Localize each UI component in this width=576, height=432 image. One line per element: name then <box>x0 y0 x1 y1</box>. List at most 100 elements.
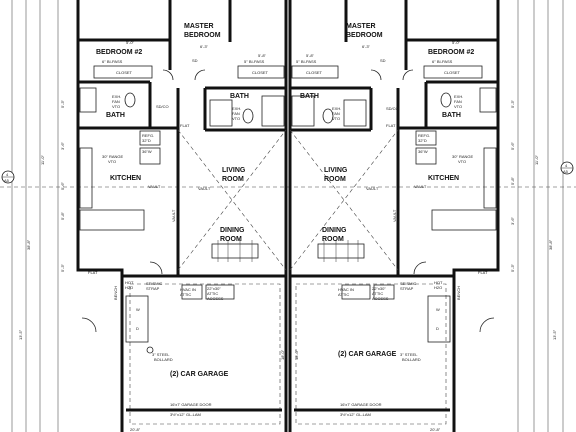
dim-top-1: 6'-3" <box>200 44 209 49</box>
sd-note-r: SD <box>380 58 386 63</box>
vault-note-kitchen: VAULT <box>148 184 161 189</box>
bipass-note-left-r: 5'' BI-PASS <box>296 59 317 64</box>
vault-note-kitchen-r: VAULT <box>414 184 427 189</box>
vault-note-side: VAULT <box>171 209 176 222</box>
kitchen-label-r: KITCHEN <box>428 175 459 182</box>
attic-note-2: ATTIC <box>180 292 191 297</box>
kitchen-label: KITCHEN <box>110 175 141 182</box>
section-sheet-left: A5 <box>4 178 10 183</box>
washer-label-r: W <box>436 307 440 312</box>
glulam-note-r: 3½"x12" GL-LAM <box>340 412 371 417</box>
dim-right-7: 13'-5" <box>552 329 557 340</box>
washer-label: W <box>136 307 140 312</box>
attic-access-1: 22"x30" <box>207 286 221 291</box>
living-room-label-2: ROOM <box>222 176 244 183</box>
living-room-label-r2: ROOM <box>324 176 346 183</box>
bath-label-left: BATH <box>106 112 125 119</box>
garage-label-r: (2) CAR GARAGE <box>338 351 397 358</box>
flat-note-top-r: FLAT <box>386 123 396 128</box>
fan-note-right-2: FAN <box>232 111 240 116</box>
dim-left-4: 5'-8" <box>60 211 65 220</box>
dining-room-label-r2: ROOM <box>322 236 344 243</box>
dim-bottom-left: 20'-8" <box>130 427 141 432</box>
hot-water-r1: HOT <box>434 280 443 285</box>
dim-right-4: 11'-0" <box>534 155 539 165</box>
dim-top-2: 5'-8" <box>258 53 267 58</box>
bench-note: BENCH <box>113 286 118 300</box>
bath-label-right: BATH <box>230 93 249 100</box>
refrig-note-r3: 36"W <box>418 149 428 154</box>
dim-right-8: 38'-8" <box>548 239 553 250</box>
section-marker-right: 4 A5 <box>560 161 574 175</box>
dining-room-label-r1: DINING <box>322 227 347 234</box>
dimension-lines-left <box>11 0 59 432</box>
attic-access-r3: ACCESS <box>372 296 389 301</box>
section-number-left: 4 <box>6 172 9 177</box>
hot-water-r2: H2O <box>434 285 442 290</box>
hot-water-2: H2O <box>125 285 133 290</box>
dim-left-2: 3'-6" <box>60 141 65 150</box>
fan-note-left-1: EXH. <box>112 94 121 99</box>
bench-note-r: BENCH <box>456 286 461 300</box>
range-note-2: VTO <box>108 159 116 164</box>
refrig-note-1: REFG. <box>142 133 154 138</box>
bollard-note-r1: 3" STEEL <box>400 352 418 357</box>
dim-left-1: 5'-3" <box>60 99 65 108</box>
range-note-r2: VTO <box>458 159 466 164</box>
bollard-note-r2: BOLLARD <box>402 357 421 362</box>
bath-label-left-r: BATH <box>300 93 319 100</box>
attic-access-3: ACCESS <box>207 296 224 301</box>
refrig-note-3: 36"W <box>142 149 152 154</box>
refrig-note-r1: REFG. <box>418 133 430 138</box>
glulam-note: 3½"x12" GL-LAM <box>170 412 201 417</box>
attic-note-r1: HVAC IN <box>338 287 354 292</box>
bollard-note-1: 3" STEEL <box>152 352 170 357</box>
dim-right-3: 5'-8" <box>510 176 515 185</box>
master-bedroom-label-l2: BEDROOM <box>184 32 221 39</box>
fan-note-right-1: EXH. <box>232 106 241 111</box>
seismic-note-2: STRAP <box>146 286 160 291</box>
dim-left-3: 5'-6" <box>60 181 65 190</box>
dim-top-4: 6'-3" <box>362 44 371 49</box>
unit-right <box>288 0 500 432</box>
living-room-label-1: LIVING <box>222 167 246 174</box>
dim-right-1: 5'-3" <box>510 99 515 108</box>
flat-note-top: FLAT <box>180 123 190 128</box>
living-room-label-r1: LIVING <box>324 167 348 174</box>
fan-note-left-r3: VTO <box>332 116 340 121</box>
attic-access-2: ATTIC <box>207 291 218 296</box>
master-bedroom-label-l1: MASTER <box>184 23 214 30</box>
fan-note-right-r1: EXH. <box>454 94 463 99</box>
seismic-note-r1: SEISMIC <box>400 281 417 286</box>
bipass-note-right-r: 6'' BI-PASS <box>432 59 453 64</box>
master-bedroom-label-r2: BEDROOM <box>346 32 383 39</box>
dim-right-5: 3'-6" <box>510 216 515 225</box>
dim-top-5: 5'-8" <box>306 53 315 58</box>
dim-right-6: 5'-3" <box>510 263 515 272</box>
section-sheet-right: A5 <box>563 169 569 174</box>
vault-note-living-r: VAULT <box>366 186 379 191</box>
unit-left <box>76 0 288 432</box>
dim-top-0: 5'-0" <box>126 40 135 45</box>
sd-co-note-r: SD/CO <box>386 106 399 111</box>
section-number-right: 4 <box>565 163 568 168</box>
attic-note-1: HVAC IN <box>180 287 196 292</box>
fan-note-right-3: VTO <box>232 116 240 121</box>
dining-room-label-2: ROOM <box>220 236 242 243</box>
fan-note-right-r2: FAN <box>454 99 462 104</box>
dim-left-7: 13'-5" <box>18 329 23 340</box>
bedroom2-label-r: BEDROOM #2 <box>428 49 474 56</box>
attic-note-r2: ATTIC <box>338 292 349 297</box>
dim-left-6: 5'-3" <box>60 263 65 272</box>
dim-left-8: 38'-8" <box>26 239 31 250</box>
fan-note-left-r2: FAN <box>332 111 340 116</box>
dim-right-2: 5'-6" <box>510 141 515 150</box>
sd-note: SD <box>192 58 198 63</box>
bipass-note-right: 5'' BI-PASS <box>244 59 265 64</box>
fan-note-left-2: FAN <box>112 99 120 104</box>
flat-note-bottom: FLAT <box>88 270 98 275</box>
sd-co-note: SD/CO <box>156 104 169 109</box>
dim-bottom-right: 20'-8" <box>430 427 441 432</box>
range-note-1: 30" RANGE <box>102 154 124 159</box>
